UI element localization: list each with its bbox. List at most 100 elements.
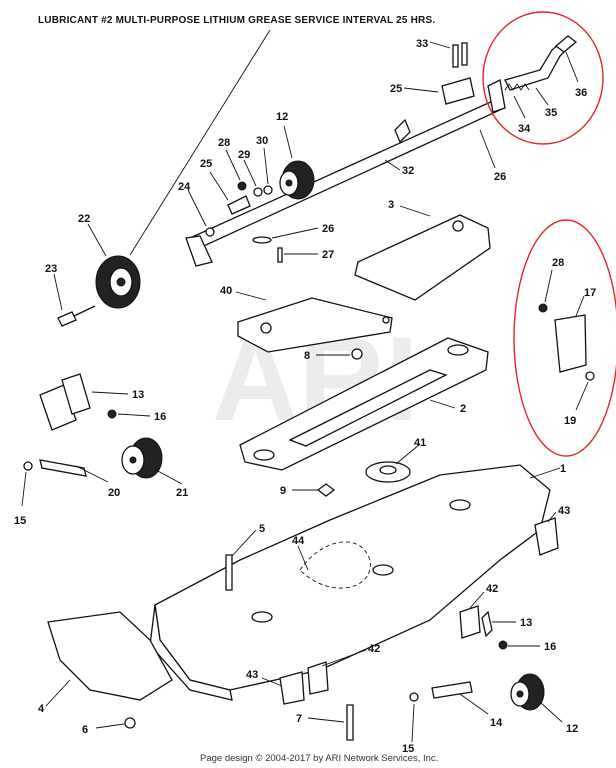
pin-pair[interactable]: [452, 42, 468, 68]
svg-text:8: 8: [304, 350, 310, 362]
svg-text:15: 15: [402, 743, 414, 755]
cover-right[interactable]: [354, 214, 491, 301]
gauge-wheel-top[interactable]: [279, 160, 315, 200]
wheel-assembly[interactable]: [95, 255, 141, 309]
callout-2: 2: [429, 399, 466, 415]
cover-left[interactable]: [237, 297, 393, 353]
callout-16b: 16: [508, 641, 556, 653]
drive-belt[interactable]: [299, 541, 371, 589]
callout-1: 1: [529, 463, 566, 479]
lubricant-note: LUBRICANT #2 MULTI-PURPOSE LITHIUM GREAS…: [38, 15, 435, 26]
callout-41: 41: [395, 437, 426, 465]
callout-27: 27: [284, 249, 334, 261]
callout-3: 3: [388, 199, 431, 217]
svg-text:22: 22: [78, 213, 90, 225]
callout-25b: 25: [200, 158, 229, 201]
spring[interactable]: [504, 83, 530, 91]
mower-deck[interactable]: [149, 464, 551, 701]
callout-22: 22: [78, 213, 107, 257]
callout-43a: 43: [547, 505, 570, 523]
highlight-lift-handle: [482, 11, 604, 145]
svg-text:1: 1: [560, 463, 566, 475]
svg-text:12: 12: [566, 723, 578, 735]
callout-30: 30: [256, 135, 269, 185]
left-gauge-wheel-assembly[interactable]: [23, 373, 163, 479]
wheel-hardware[interactable]: [205, 181, 273, 237]
lubricant-leader-line: [129, 29, 271, 256]
svg-text:35: 35: [545, 107, 557, 119]
callout-35: 35: [535, 87, 557, 119]
callout-15a: 15: [14, 471, 27, 527]
svg-text:28: 28: [218, 137, 230, 149]
callout-42a: 42: [469, 583, 498, 609]
svg-text:28: 28: [552, 257, 564, 269]
callout-44: 44: [292, 535, 309, 571]
callout-28a: 28: [218, 137, 241, 181]
washer-bolt-26-27[interactable]: [252, 236, 283, 263]
svg-text:27: 27: [322, 249, 334, 261]
discharge-chute[interactable]: [47, 611, 173, 701]
callout-32: 32: [384, 159, 414, 177]
callout-8: 8: [304, 350, 350, 362]
bolt-23[interactable]: [57, 305, 96, 327]
callout-26b: 26: [271, 223, 334, 239]
callout-6: 6: [82, 723, 125, 736]
svg-text:20: 20: [108, 487, 120, 499]
callout-7: 7: [296, 713, 345, 725]
callout-43b: 43: [246, 669, 283, 687]
callout-26a: 26: [479, 129, 506, 183]
svg-text:12: 12: [276, 111, 288, 123]
callout-25a: 25: [390, 83, 439, 95]
svg-text:42: 42: [368, 643, 380, 655]
callout-20: 20: [75, 465, 120, 499]
pulley-flange[interactable]: [365, 461, 411, 483]
svg-text:30: 30: [256, 135, 268, 147]
svg-text:44: 44: [292, 535, 305, 547]
svg-text:5: 5: [259, 523, 265, 535]
svg-text:2: 2: [460, 403, 466, 415]
callout-13b: 13: [492, 617, 532, 629]
svg-text:33: 33: [416, 38, 428, 50]
right-gauge-wheel-assembly[interactable]: [409, 610, 545, 711]
svg-text:32: 32: [402, 165, 414, 177]
svg-text:26: 26: [322, 223, 334, 235]
bolt-7[interactable]: [346, 704, 354, 741]
callout-19: 19: [564, 381, 589, 427]
svg-text:19: 19: [564, 415, 576, 427]
callout-5: 5: [231, 523, 265, 557]
callout-34: 34: [513, 95, 531, 135]
nut-8[interactable]: [351, 348, 363, 360]
hanger-bracket-right[interactable]: [534, 517, 559, 556]
svg-text:43: 43: [558, 505, 570, 517]
callout-40: 40: [220, 285, 267, 301]
callout-42b: 42: [321, 643, 380, 667]
svg-text:13: 13: [132, 389, 144, 401]
svg-text:25: 25: [200, 158, 212, 170]
callout-36: 36: [565, 51, 587, 99]
lift-handle[interactable]: [504, 35, 578, 91]
main-shaft[interactable]: [185, 77, 506, 267]
bracket-detail-17[interactable]: [538, 303, 595, 381]
svg-text:16: 16: [544, 641, 556, 653]
svg-text:7: 7: [296, 713, 302, 725]
svg-text:6: 6: [82, 724, 88, 736]
callout-14: 14: [459, 693, 503, 729]
callout-17: 17: [575, 287, 596, 317]
callout-29: 29: [238, 149, 257, 187]
bolt-5[interactable]: [225, 554, 233, 591]
svg-text:41: 41: [414, 437, 426, 449]
svg-text:4: 4: [38, 703, 45, 715]
callout-21: 21: [155, 469, 188, 499]
copyright-footer: Page design © 2004-2017 by ARI Network S…: [200, 753, 438, 764]
callout-33: 33: [416, 38, 451, 50]
callout-23: 23: [45, 263, 63, 311]
svg-text:42: 42: [486, 583, 498, 595]
hanger-bracket-bottom[interactable]: [279, 605, 481, 705]
svg-text:16: 16: [154, 411, 166, 423]
bolt-9[interactable]: [316, 483, 336, 497]
callout-4: 4: [38, 679, 71, 715]
nut-6[interactable]: [124, 717, 136, 729]
svg-text:36: 36: [575, 87, 587, 99]
mounting-frame[interactable]: [239, 337, 489, 471]
